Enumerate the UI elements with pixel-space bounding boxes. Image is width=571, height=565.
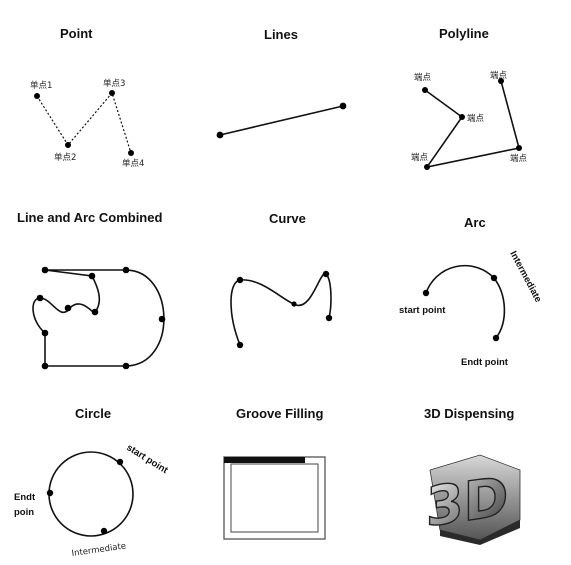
line-arc-dot-3 — [122, 266, 130, 274]
circle-start-label: start point — [124, 442, 170, 476]
polyline-dot-4 — [516, 145, 522, 151]
panel-title-polyline: Polyline — [439, 26, 489, 41]
groove-fill-bar — [224, 457, 305, 463]
polyline-dot-5 — [498, 78, 504, 84]
lines-end-dot — [339, 102, 347, 110]
point-path-dashed — [36, 91, 132, 154]
point-label-2: 单点2 — [54, 152, 76, 163]
line-arc-dot-7 — [158, 315, 166, 323]
curve-dot-4 — [322, 270, 330, 278]
3d-logo-icon: 3D — [425, 454, 521, 545]
line-arc-dot-9 — [41, 362, 49, 370]
line-arc-dot-6 — [91, 308, 99, 316]
point-dot-1 — [34, 93, 40, 99]
groove-outer-rect — [223, 456, 326, 540]
panel-title-lines: Lines — [264, 27, 298, 42]
line-arc-dot-5 — [64, 304, 72, 312]
panel-point: Point 单点1 单点2 单点3 单点4 — [30, 26, 144, 169]
arc-intermediate-dot — [490, 274, 498, 282]
polyline-label-3: 端点 — [411, 152, 429, 163]
circle-start-dot — [116, 458, 124, 466]
circle-end-dot — [46, 489, 54, 497]
point-dot-2 — [65, 142, 71, 148]
polyline-label-5: 端点 — [490, 70, 508, 81]
line-arc-path — [32, 269, 165, 367]
panel-title-line-arc: Line and Arc Combined — [17, 210, 162, 225]
line-arc-dot-2 — [88, 272, 96, 280]
panel-curve: Curve — [230, 211, 333, 349]
point-dot-4 — [128, 150, 134, 156]
polyline-label-4: 端点 — [510, 153, 528, 164]
point-label-1: 单点1 — [30, 80, 52, 91]
line-arc-dot-10 — [122, 362, 130, 370]
line-arc-dot-4 — [36, 294, 44, 302]
panel-3d-dispensing: 3D Dispensing 3D — [424, 406, 521, 545]
panel-title-3d-dispensing: 3D Dispensing — [424, 406, 514, 421]
panel-groove: Groove Filling — [223, 406, 326, 540]
arc-path — [425, 264, 506, 339]
point-label-4: 单点4 — [122, 158, 144, 169]
curve-dot-3 — [291, 301, 297, 307]
panel-circle: Circle start point Endt poin Intermediat… — [14, 406, 170, 559]
line-arc-dot-8 — [41, 329, 49, 337]
point-dot-3 — [109, 90, 115, 96]
lines-start-dot — [216, 131, 224, 139]
point-label-3: 单点3 — [103, 78, 125, 89]
panel-polyline: Polyline 端点 端点 端点 端点 端点 — [411, 26, 528, 170]
panel-title-circle: Circle — [75, 406, 111, 421]
panel-title-curve: Curve — [269, 211, 306, 226]
lines-segment — [219, 105, 344, 136]
arc-start-dot — [422, 289, 430, 297]
arc-end-label: Endt point — [461, 357, 509, 368]
polyline-path — [424, 80, 520, 169]
panel-lines: Lines — [216, 27, 347, 139]
polyline-label-2: 端点 — [467, 113, 485, 124]
curve-dot-2 — [236, 276, 244, 284]
arc-intermediate-label: Intermediate — [507, 249, 543, 304]
circle-intermediate-label: Intermediate — [71, 541, 127, 559]
circle-intermediate-dot — [100, 527, 108, 535]
polyline-dot-2 — [459, 114, 465, 120]
panel-title-point: Point — [60, 26, 93, 41]
polyline-label-1: 端点 — [414, 72, 432, 83]
polyline-dot-1 — [422, 87, 428, 93]
curve-path — [230, 273, 332, 346]
groove-inner-rect — [230, 463, 319, 533]
arc-start-label: start point — [399, 305, 446, 316]
3d-logo-text: 3D — [426, 465, 508, 539]
circle-end-label-line2: poin — [14, 507, 34, 518]
arc-end-dot — [492, 334, 500, 342]
line-arc-dot-1 — [41, 266, 49, 274]
curve-dot-5 — [325, 314, 333, 322]
panel-title-arc: Arc — [464, 215, 486, 230]
polyline-dot-3 — [424, 164, 430, 170]
panel-title-groove: Groove Filling — [236, 406, 323, 421]
circle-end-label-line1: Endt — [14, 492, 36, 503]
panel-arc: Arc start point Intermediate Endt point — [399, 215, 544, 368]
panel-line-arc: Line and Arc Combined — [17, 210, 166, 370]
curve-dot-1 — [236, 341, 244, 349]
